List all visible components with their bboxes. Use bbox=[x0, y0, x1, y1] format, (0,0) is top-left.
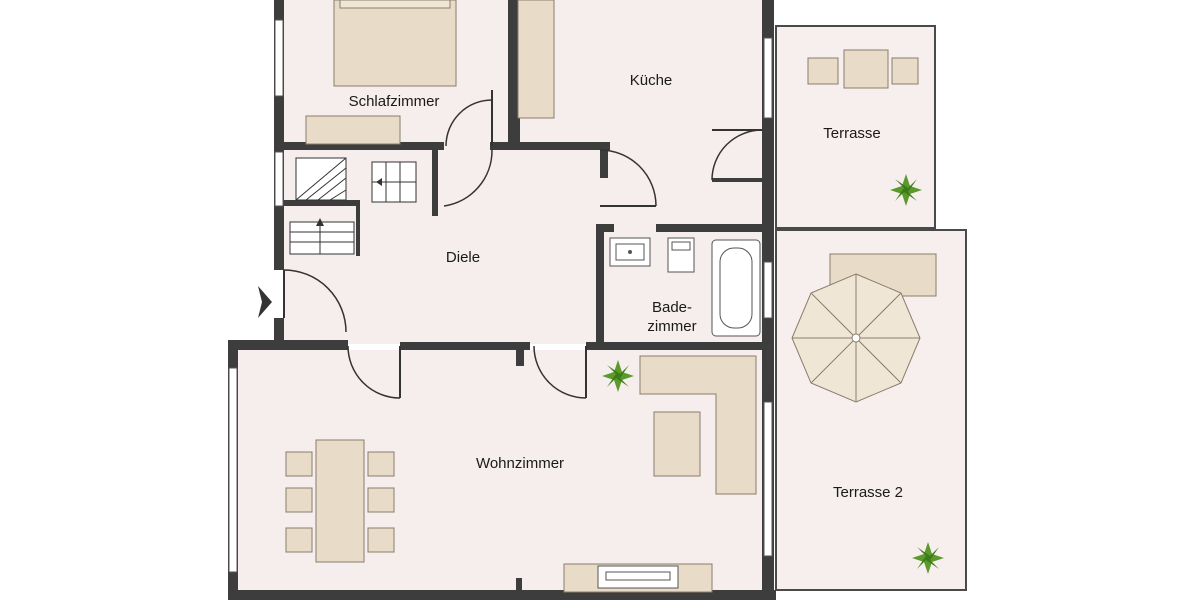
room-label-schlafzimmer: Schlafzimmer bbox=[349, 93, 440, 110]
plant-icon bbox=[602, 360, 634, 392]
dresser bbox=[305, 115, 401, 145]
room-label-kueche: Küche bbox=[630, 72, 673, 89]
room-label-diele: Diele bbox=[446, 249, 480, 266]
tv-sideboard bbox=[563, 563, 713, 593]
stairs bbox=[289, 157, 417, 255]
room-label-terrasse2: Terrasse 2 bbox=[833, 484, 903, 501]
kitchen-counter bbox=[517, 0, 555, 119]
room-label-terrasse: Terrasse bbox=[823, 125, 881, 142]
plant-icon bbox=[890, 174, 922, 206]
coffee-table bbox=[653, 411, 701, 477]
sofa bbox=[639, 355, 757, 495]
terrace-table-set bbox=[807, 49, 919, 89]
bathroom-fixtures bbox=[609, 237, 761, 337]
parasol bbox=[791, 273, 921, 403]
watermark-text: McGrundriss bbox=[766, 346, 773, 386]
entrance-arrow-icon bbox=[258, 286, 272, 318]
room-label-wohnzimmer: Wohnzimmer bbox=[476, 455, 564, 472]
room-label-badezimmer-1: Bade- bbox=[652, 299, 692, 316]
bed bbox=[333, 0, 457, 87]
plant-icon bbox=[912, 542, 944, 574]
dining-set bbox=[285, 439, 395, 563]
windows bbox=[228, 19, 773, 573]
doors bbox=[283, 90, 763, 399]
room-label-badezimmer-2: zimmer bbox=[647, 318, 696, 335]
